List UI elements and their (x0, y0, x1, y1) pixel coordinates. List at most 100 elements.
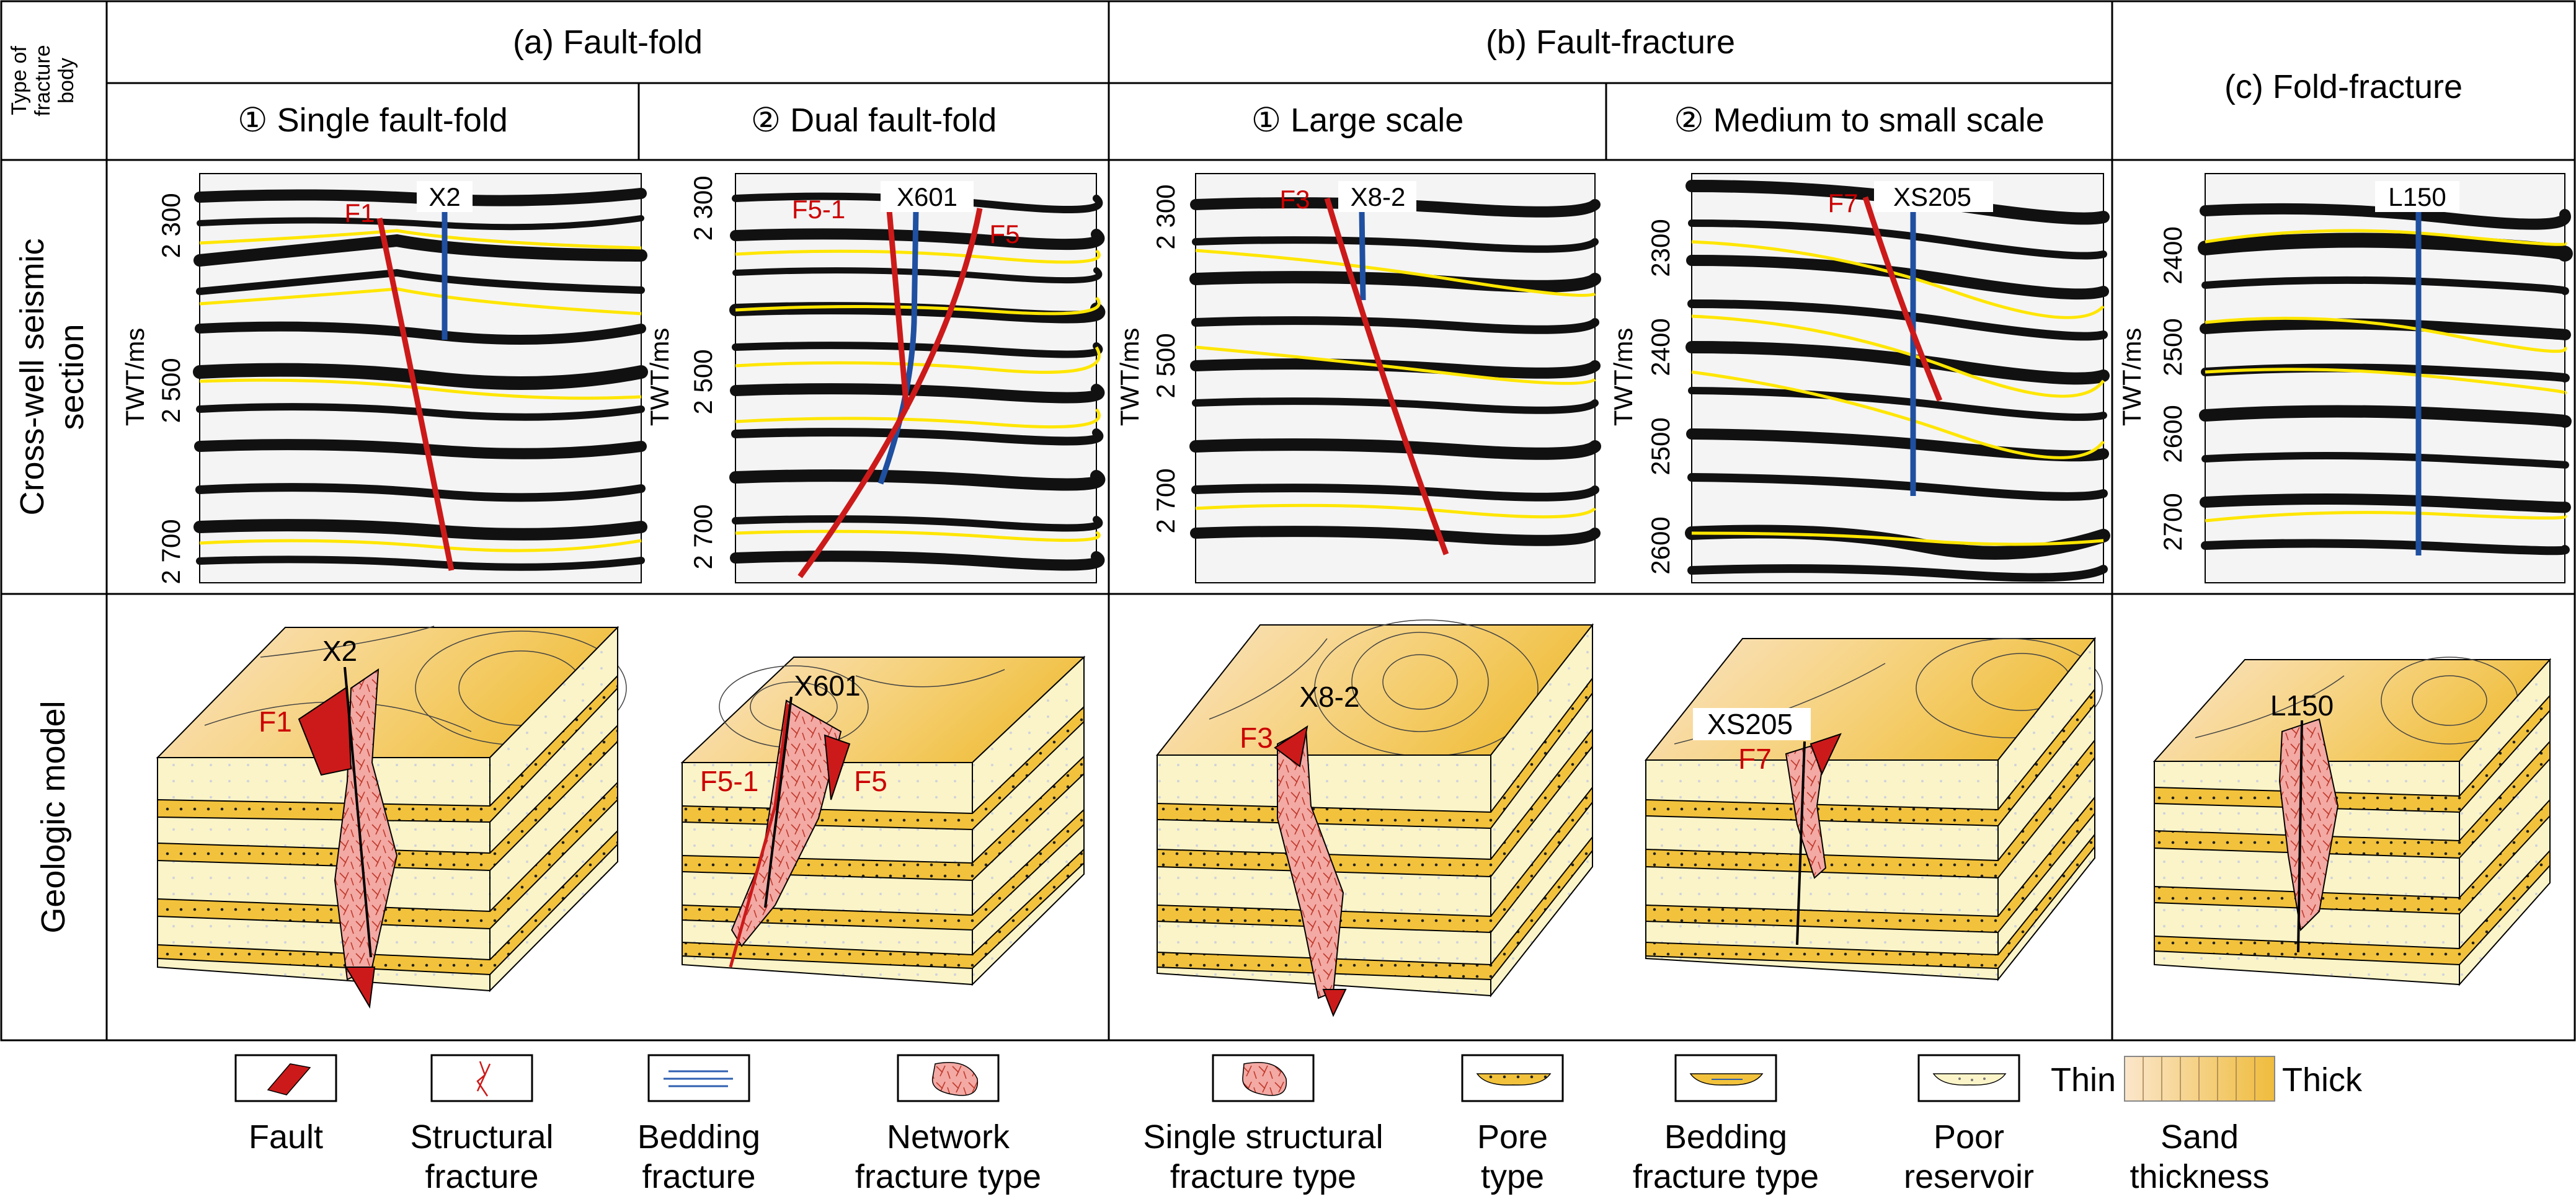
sand-layer (682, 754, 1085, 882)
well-label-x2: X2 (429, 182, 460, 211)
legend-label-single-2: fracture type (1170, 1158, 1356, 1195)
well-label-x8-2: X8-2 (1351, 182, 1406, 211)
legend-labels: Fault Structural fracture Bedding fractu… (249, 1118, 2270, 1195)
well-l150 (2297, 720, 2303, 953)
legend-label-pore-2: type (1481, 1158, 1544, 1195)
fault-label-f3: F3 (1240, 722, 1273, 754)
seismic-tick-2500: 2500 (2158, 318, 2187, 376)
seismic-tick-2600: 2600 (1646, 516, 1675, 574)
seismic-tick-2700: 2700 (2158, 493, 2187, 551)
seismic-panel-l150: L150 TWT/ms 2400 2500 2600 2700 (2117, 173, 2573, 583)
sand-layer (2154, 740, 2551, 859)
type-label-line-1: Type of (7, 46, 31, 115)
group-title-fold-fracture: (c) Fold-fracture (2224, 68, 2463, 105)
legend-item-poor-reservoir (1917, 1054, 2020, 1102)
legend-label-network-1: Network (887, 1118, 1010, 1156)
sand-layer (682, 705, 1085, 831)
seismic-tick-2400: 2400 (2158, 226, 2187, 284)
seismic-axis-label: TWT/ms (1115, 328, 1144, 427)
table-frame (0, 0, 2576, 1042)
sand-layer (2154, 798, 2551, 915)
geologic-model-x8-2: X8-2 F3 (1155, 619, 1594, 1017)
legend-label-structural-1: Structural (410, 1118, 553, 1156)
fault-trace-f1 (376, 218, 455, 571)
seismic-axis-label: TWT/ms (2117, 328, 2146, 427)
seismic-tick-2500: 2 500 (688, 349, 717, 414)
group-title-fault-fracture: (b) Fault-fracture (1486, 24, 1735, 61)
fault-trace-f5-1 (885, 195, 910, 410)
group-headers: (a) Fault-fold (b) Fault-fracture (c) Fo… (513, 24, 2463, 105)
geologic-model-x601: X601 F5-1 F5 (680, 655, 1086, 986)
seismic-axis-label: TWT/ms (120, 328, 149, 427)
legend-item-structural-fracture (430, 1054, 533, 1102)
legend-item-fault (234, 1054, 337, 1102)
sand-layer (1157, 676, 1593, 830)
well-label-l150: L150 (2388, 182, 2446, 211)
seismic-horizons (1195, 249, 1596, 519)
legend-label-fault: Fault (249, 1118, 323, 1156)
seismic-panel-x2: X2 F1 TWT/ms 2 300 2 500 2 700 (120, 173, 648, 585)
legend-item-network-fracture (897, 1054, 1000, 1102)
seismic-tick-2400: 2400 (1646, 318, 1675, 376)
seismic-reflectors (193, 188, 648, 571)
fault-trace-f5-1 (729, 704, 789, 968)
bedding-fracture-icon (664, 1070, 733, 1087)
fault-label-f7: F7 (1738, 743, 1772, 775)
well-label-x8-2: X8-2 (1299, 681, 1359, 713)
sand-layer (1157, 835, 1593, 981)
legend-item-pore-type (1461, 1054, 1564, 1102)
thickness-low-label: Thin (2051, 1061, 2116, 1099)
sand-layer (157, 674, 618, 823)
thickness-high-label: Thick (2282, 1061, 2363, 1099)
fault-plane-f1-base (345, 967, 376, 1009)
seismic-label-line-2: section (53, 324, 91, 430)
row-header-geologic-model: Geologic model (35, 701, 72, 933)
sand-layer (2154, 849, 2551, 966)
seismic-axis-label: TWT/ms (645, 328, 674, 427)
fault-trace-f3 (1324, 197, 1449, 555)
seismic-horizons (1691, 240, 2105, 546)
geologic-model-l150: L150 (2152, 657, 2552, 986)
seismic-tick-2500: 2 500 (156, 358, 185, 423)
legend-label-bedding-2: fracture (642, 1158, 755, 1195)
sand-layer (1645, 795, 2095, 934)
poor-reservoir-icon (1932, 1073, 2007, 1086)
legend-label-pore-1: Pore (1477, 1118, 1548, 1156)
seismic-panel-xs205: XS205 F7 TWT/ms 2300 2400 2500 2600 (1609, 173, 2110, 583)
legend-item-bedding-fracture-type (1674, 1054, 1777, 1102)
seismic-reflectors (1189, 197, 1601, 546)
row-header-seismic: Cross-well seismic section (14, 238, 91, 515)
seismic-tick-2300: 2 300 (156, 193, 185, 258)
geologic-model-xs205: XS205 F7 (1644, 637, 2103, 981)
subtype-headers: ① Single fault-fold ② Dual fault-fold ① … (238, 102, 2045, 139)
seismic-axis-label: TWT/ms (1609, 328, 1638, 427)
sand-layer (1645, 688, 2095, 827)
sand-layer (1157, 727, 1593, 878)
seismic-panel-x601: X601 F5-1 F5 TWT/ms 2 300 2 500 2 700 (645, 173, 1106, 583)
legend-label-poor-1: Poor (1934, 1118, 2004, 1156)
subtype-dual-fault-fold: ② Dual fault-fold (751, 102, 997, 139)
seismic-label-line-1: Cross-well seismic (14, 238, 51, 515)
network-fracture-icon (931, 1062, 979, 1096)
seismic-tick-2500: 2500 (1646, 417, 1675, 475)
well-label-x2: X2 (322, 635, 357, 667)
legend-item-single-structural-fracture (1212, 1054, 1315, 1102)
legend: Thin Thick Fault Structural fracture Bed… (234, 1054, 2363, 1195)
well-label-xs205: XS205 (1707, 708, 1793, 740)
fault-label-f5: F5 (989, 219, 1019, 249)
sand-layer (1645, 833, 2095, 970)
type-label-line-2: fracture (31, 45, 55, 116)
pore-type-icon (1476, 1073, 1552, 1086)
legend-label-sand-2: thickness (2130, 1158, 2269, 1195)
subtype-single-fault-fold: ① Single fault-fold (238, 102, 508, 139)
seismic-reflectors (2198, 203, 2573, 555)
sand-layer (682, 808, 1085, 931)
type-label-line-3: body (55, 58, 78, 104)
seismic-tick-2300: 2 300 (1151, 184, 1180, 249)
legend-item-sand-thickness: Thin Thick (2051, 1056, 2363, 1102)
legend-label-bedding-1: Bedding (637, 1118, 760, 1156)
single-structural-fracture-icon (1242, 1062, 1287, 1096)
seismic-tick-2300: 2 300 (688, 175, 717, 241)
legend-label-bedding-type-2: fracture type (1633, 1158, 1819, 1195)
